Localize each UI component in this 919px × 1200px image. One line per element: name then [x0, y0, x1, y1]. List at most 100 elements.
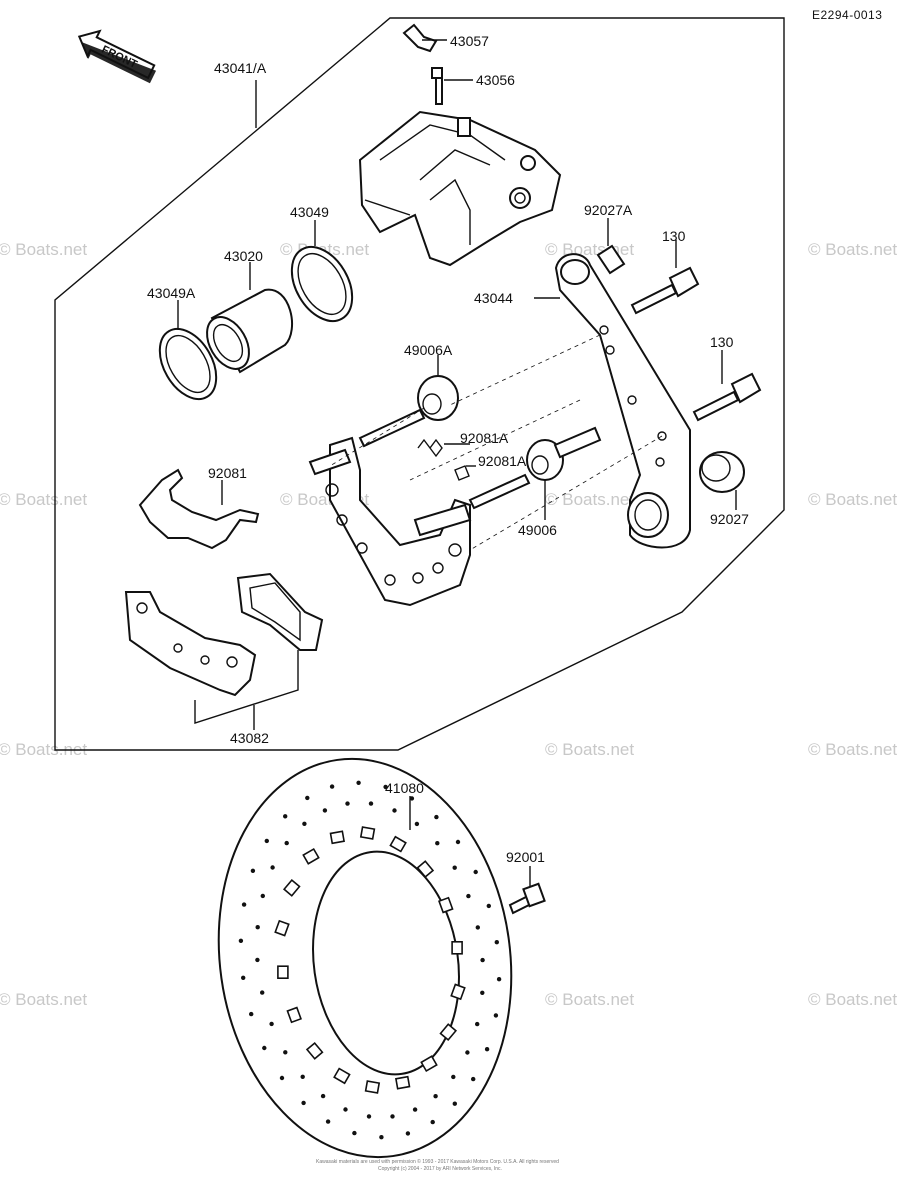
callout-130-upper: 130: [662, 228, 686, 244]
callout-43057: 43057: [450, 33, 489, 49]
disc-hole: [255, 925, 260, 930]
callout-92081A-2: 92081A: [478, 453, 527, 469]
disc-hole: [486, 903, 491, 909]
watermark: © Boats.net: [0, 990, 87, 1009]
disc-hole: [329, 784, 335, 789]
disc-slot: [282, 878, 301, 897]
disc-hole: [249, 1011, 254, 1017]
callout-41080: 41080: [385, 780, 424, 796]
disc-hole: [484, 1047, 490, 1052]
disc-hole: [480, 957, 485, 963]
disc-hole: [455, 839, 461, 845]
callout-92027: 92027: [710, 511, 749, 527]
caliper-bracket: [308, 436, 472, 607]
disc-hole: [405, 1131, 411, 1136]
disc-hole: [283, 1050, 288, 1055]
bushing-92027A: [596, 218, 626, 275]
caliper-body: [358, 110, 562, 267]
disc-hole: [279, 1075, 285, 1081]
watermark: © Boats.net: [808, 490, 897, 509]
callout-130-lower: 130: [710, 334, 734, 350]
boot-49006: [468, 426, 602, 520]
disc-slot: [286, 1006, 302, 1024]
spring-92081A: [417, 438, 476, 481]
callout-43041: 43041/A: [214, 60, 267, 76]
projection-lines: [329, 334, 663, 551]
disc-hole: [325, 1119, 331, 1124]
disc-hole: [465, 1050, 470, 1055]
bushing-92027: [699, 451, 745, 510]
seal-43049A: [158, 300, 218, 401]
disc-hole: [320, 1093, 326, 1099]
disc-hole: [305, 795, 310, 801]
callout-49006A: 49006A: [404, 342, 453, 358]
disc-hole: [322, 808, 328, 813]
callout-labels: 43057 43056 43041/A 43049 43020 43049A 9…: [147, 33, 749, 865]
spring-92081: [138, 468, 260, 550]
diagram-code: E2294-0013: [812, 8, 882, 22]
watermark: © Boats.net: [545, 740, 634, 759]
disc-hole: [260, 990, 265, 995]
watermark: © Boats.net: [0, 240, 87, 259]
disc-hole: [383, 784, 388, 790]
disc-slot: [450, 983, 466, 1001]
brake-disc-41080: [217, 757, 513, 1159]
callout-43049: 43049: [290, 204, 329, 220]
disc-hole: [255, 957, 260, 963]
watermark: © Boats.net: [545, 990, 634, 1009]
disc-slot: [277, 965, 289, 980]
copyright-line-1: Kawasaki materials are used with permiss…: [316, 1158, 559, 1165]
front-arrow-icon: FRONT: [77, 29, 157, 84]
disc-slot: [359, 826, 376, 840]
disc-slot: [394, 1075, 411, 1090]
boot-49006A: [358, 355, 459, 448]
disc-slot: [274, 919, 290, 937]
watermark: © Boats.net: [808, 740, 897, 759]
disc-hole: [390, 1114, 395, 1119]
bolt-130-upper: [630, 240, 700, 315]
disc-hole: [301, 1100, 306, 1106]
callout-49006: 49006: [518, 522, 557, 538]
disc-hole: [241, 975, 246, 980]
disc-slot: [389, 835, 407, 853]
disc-hole: [475, 925, 480, 930]
disc-hole: [269, 1021, 274, 1027]
disc-hole: [250, 868, 256, 873]
watermark: © Boats.net: [545, 490, 634, 509]
watermark: © Boats.net: [808, 240, 897, 259]
disc-hole: [262, 1045, 267, 1051]
disc-slot: [439, 1023, 458, 1042]
disc-hole: [480, 990, 485, 995]
disc-hole: [283, 814, 288, 819]
disc-hole: [409, 796, 415, 801]
bleeder-cap-43057: [402, 23, 447, 53]
callout-92081: 92081: [208, 465, 247, 481]
disc-hole: [435, 841, 440, 846]
piston-43020: [206, 262, 294, 374]
disc-hole: [493, 1013, 499, 1018]
watermark: © Boats.net: [545, 240, 634, 259]
brake-pads-43082: [124, 572, 324, 730]
disc-hole: [430, 1119, 435, 1125]
disc-hole: [352, 1130, 357, 1136]
disc-hole: [284, 840, 289, 846]
disc-hole: [270, 865, 275, 870]
copyright-line-2: Copyright (c) 2004 - 2017 by ARI Network…: [378, 1166, 502, 1172]
disc-hole: [366, 1114, 372, 1119]
disc-slot: [416, 860, 435, 879]
disc-slot: [302, 847, 320, 865]
bleeder-valve-43056: [431, 67, 473, 105]
disc-hole: [345, 801, 350, 806]
disc-holes: [238, 780, 502, 1140]
watermark: © Boats.net: [808, 990, 897, 1009]
disc-hole: [494, 940, 499, 945]
disc-hole: [452, 865, 457, 870]
disc-hole: [434, 814, 439, 820]
disc-slot: [333, 1067, 351, 1085]
disc-hole: [379, 1135, 384, 1140]
disc-hole: [260, 893, 265, 899]
seal-43049: [290, 220, 354, 322]
disc-hole: [452, 1101, 457, 1106]
disc-hole: [412, 1107, 418, 1112]
disc-hole: [302, 821, 307, 826]
